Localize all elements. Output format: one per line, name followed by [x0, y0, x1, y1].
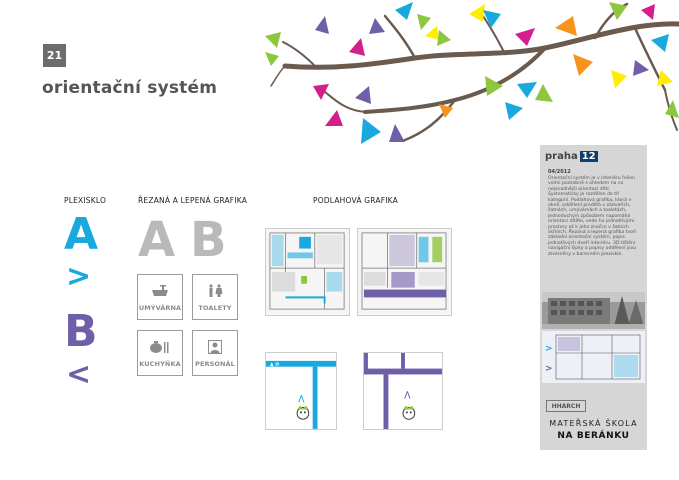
- plexisklo-letter-b: B: [64, 306, 98, 357]
- school-name-top: MATEŘSKÁ ŠKOLA: [549, 419, 638, 428]
- toilet-figures-icon: [193, 284, 237, 298]
- tree-branch-illustration: [265, 2, 679, 144]
- floor-plan-cyan: [265, 228, 350, 316]
- card-floor-plan: > >: [542, 331, 645, 383]
- svg-text:>: >: [545, 364, 553, 374]
- kitchen-icon: [138, 340, 182, 354]
- building-photo: [542, 292, 645, 329]
- washbasin-icon: [138, 284, 182, 298]
- plexisklo-letter-a: A: [64, 209, 99, 260]
- label-rezana-grafika: ŘEZANÁ A LEPENÁ GRAFIKA: [138, 196, 248, 205]
- floor-plan-purple: [357, 228, 452, 316]
- page-number-badge: 21: [43, 44, 66, 67]
- rezana-letter-a: A: [138, 212, 176, 268]
- logo-text: praha: [545, 151, 578, 162]
- sign-kuchynka: KUCHYŇKA: [137, 330, 183, 376]
- sign-label: KUCHYŇKA: [139, 360, 181, 368]
- label-plexisklo: PLEXISKLO: [64, 196, 107, 205]
- architect-logo: HHARCH: [546, 400, 586, 412]
- sign-umyvarna: UMÝVÁRNA: [137, 274, 183, 320]
- floor-graphic-detail-cyan: ▲ ✿ >: [265, 352, 337, 430]
- rezana-letter-b: B: [190, 212, 227, 268]
- sign-label: UMÝVÁRNA: [138, 304, 182, 312]
- card-description: Orientační systém je v interiéru řešen v…: [548, 176, 637, 257]
- logo-number: 12: [579, 151, 598, 162]
- floor-graphic-detail-purple: >: [363, 352, 443, 430]
- sign-label: TOALETY: [198, 304, 232, 312]
- plexisklo-arrow-left: <: [66, 357, 92, 392]
- person-icon: [193, 340, 237, 354]
- card-date: 04/2012: [548, 169, 571, 175]
- svg-text:>: >: [294, 394, 308, 404]
- svg-text:▲ ✿: ▲ ✿: [270, 362, 279, 368]
- page-title: orientační systém: [42, 78, 218, 98]
- school-name-bottom: NA BERÁNKU: [557, 431, 630, 441]
- svg-text:>: >: [545, 344, 553, 354]
- label-podlahova-grafika: PODLAHOVÁ GRAFIKA: [313, 196, 398, 205]
- sign-toalety: TOALETY: [192, 274, 238, 320]
- sign-label: PERSONÁL: [195, 360, 235, 368]
- svg-text:>: >: [400, 390, 414, 400]
- sign-personal: PERSONÁL: [192, 330, 238, 376]
- plexisklo-arrow-right: >: [66, 259, 92, 294]
